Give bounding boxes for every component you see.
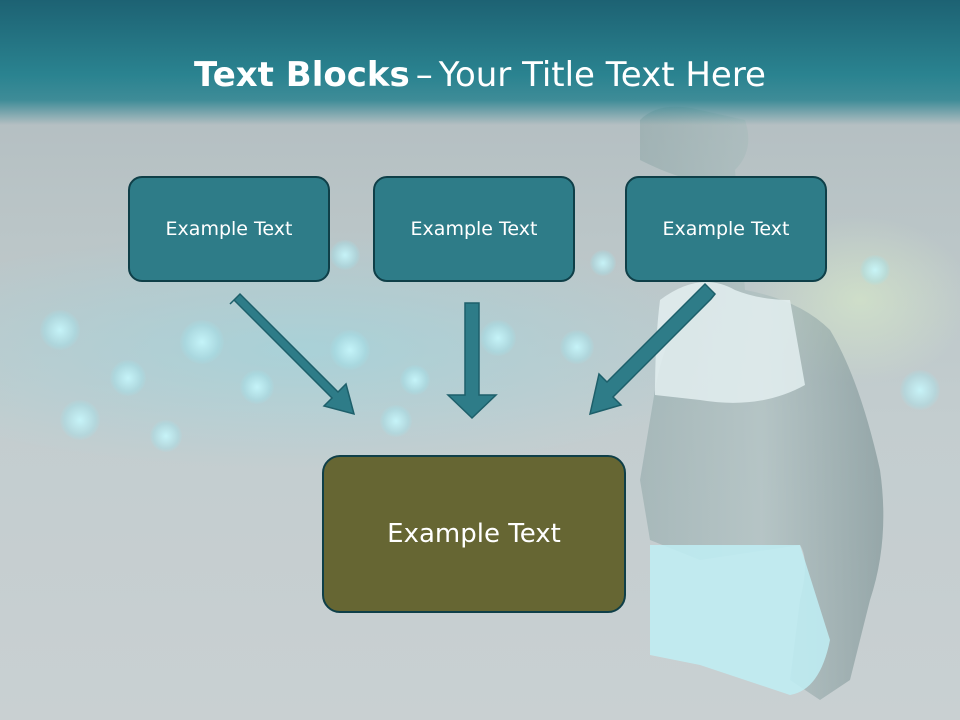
title-bar [0,0,960,125]
text-block-main-label: Example Text [387,519,561,549]
text-block-2-label: Example Text [410,218,538,240]
text-block-2[interactable]: Example Text [373,176,575,282]
text-block-1-label: Example Text [165,218,293,240]
bokeh-light [860,255,890,285]
bokeh-light [40,310,80,350]
title-rest: Your Title Text Here [438,55,766,95]
text-block-3[interactable]: Example Text [625,176,827,282]
text-block-1[interactable]: Example Text [128,176,330,282]
bokeh-light [900,370,940,410]
bokeh-light [180,320,224,364]
bokeh-light [560,330,594,364]
bokeh-light [110,360,146,396]
bokeh-light [400,365,430,395]
bokeh-light [590,250,616,276]
slide-title: Text Blocks–Your Title Text Here [0,52,960,98]
bokeh-light [60,400,100,440]
text-block-3-label: Example Text [662,218,790,240]
title-bold-part: Text Blocks [194,55,410,95]
bokeh-light [150,420,182,452]
text-block-main[interactable]: Example Text [322,455,626,613]
bokeh-light [330,240,360,270]
bokeh-light [380,405,412,437]
title-dash: – [415,55,433,95]
